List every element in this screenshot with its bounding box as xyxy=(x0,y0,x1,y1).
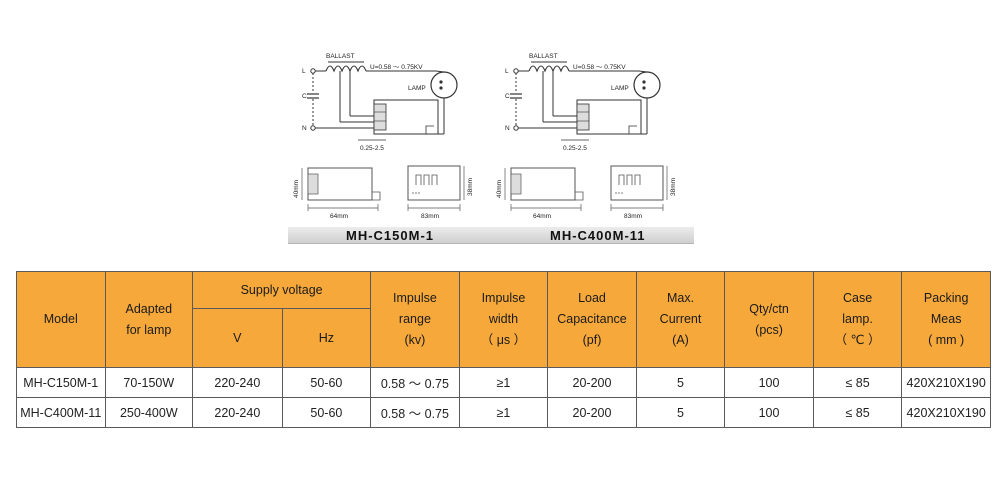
cell-max-current: 5 xyxy=(635,397,726,428)
cell-load-capacitance: 20-200 xyxy=(547,397,637,428)
lamp-label: LAMP xyxy=(611,85,629,92)
line-terminal-label: L xyxy=(302,68,306,75)
wire-gauge-label: 0.25-2.5 xyxy=(360,145,384,152)
header-load-cap-line-2: Capacitance xyxy=(557,312,627,326)
cell-voltage: 220-240 xyxy=(192,367,283,398)
header-packing-line-3: ( mm ) xyxy=(928,333,965,347)
neutral-terminal-label: N xyxy=(302,125,307,132)
header-qty-line-1: Qty/ctn xyxy=(749,301,789,316)
header-packing-line-1: Packing xyxy=(923,291,969,305)
table-row: MH-C400M-11 250-400W 220-240 50-60 0.58 … xyxy=(16,397,991,428)
cell-frequency: 50-60 xyxy=(281,367,372,398)
capacitor-label: C xyxy=(302,93,307,100)
line-terminal-label: L xyxy=(505,68,509,75)
voltage-label: U=0.58 ～ 0.75KV xyxy=(370,64,423,71)
header-impulse-width: Impulse width （ μs ） xyxy=(458,271,549,368)
voltage-label: U=0.58 ～ 0.75KV xyxy=(573,64,626,71)
capacitor-label: C xyxy=(505,93,510,100)
cell-case-temp: ≤ 85 xyxy=(812,397,903,428)
header-case-line-1: Case xyxy=(842,291,873,305)
header-case-temp: Case lamp. （ ℃ ） xyxy=(812,271,903,368)
cell-model: MH-C400M-11 xyxy=(16,397,106,428)
header-load-capacitance: Load Capacitance (pf) xyxy=(547,271,637,368)
cell-packing: 420X210X190 xyxy=(901,397,991,428)
height-right-label: 38mm xyxy=(467,178,474,196)
header-qty-ctn: Qty/ctn (pcs) xyxy=(724,271,814,368)
header-hz: Hz xyxy=(281,308,372,368)
header-impulse-range-line-2: range xyxy=(398,312,431,326)
caption-model-1: MH-C150M-1 xyxy=(346,228,435,243)
header-case-line-2: lamp. xyxy=(842,312,873,326)
cell-load-capacitance: 20-200 xyxy=(547,367,637,398)
header-v: V xyxy=(192,308,283,368)
header-max-current-line-3: (A) xyxy=(672,333,689,347)
width-left-label: 64mm xyxy=(330,213,348,220)
lamp-label: LAMP xyxy=(408,85,426,92)
height-left-label: 40mm xyxy=(496,180,503,198)
cell-impulse-width: ≥1 xyxy=(458,367,549,398)
table-row: MH-C150M-1 70-150W 220-240 50-60 0.58 ～ … xyxy=(16,367,991,398)
neutral-terminal-label: N xyxy=(505,125,510,132)
width-right-label: 83mm xyxy=(624,213,642,220)
cell-voltage: 220-240 xyxy=(192,397,283,428)
header-impulse-range-line-1: Impulse xyxy=(393,291,437,305)
wire-gauge-label: 0.25-2.5 xyxy=(563,145,587,152)
cell-model: MH-C150M-1 xyxy=(16,367,106,398)
cell-impulse-range: 0.58 ～ 0.75 xyxy=(370,367,460,398)
ballast-label: BALLAST xyxy=(529,53,558,60)
header-adapted-line-1: Adapted xyxy=(125,301,173,316)
wiring-diagrams-svg: BALLAST U=0.58 ～ 0.75KV LAMP L N C 0.25-… xyxy=(293,53,677,220)
cell-packing: 420X210X190 xyxy=(901,367,991,398)
header-case-line-3: （ ℃ ） xyxy=(834,333,881,347)
cell-qty: 100 xyxy=(724,397,814,428)
height-right-label: 38mm xyxy=(670,178,677,196)
header-adapted-lamp: Adapted for lamp xyxy=(104,271,194,368)
ballast-label: BALLAST xyxy=(326,53,355,60)
header-max-current-line-2: Current xyxy=(659,312,702,326)
product-diagrams: BALLAST U=0.58 ～ 0.75KV LAMP L N C 0.25-… xyxy=(288,40,694,245)
cell-adapted-lamp: 250-400W xyxy=(104,397,194,428)
cell-case-temp: ≤ 85 xyxy=(812,367,903,398)
header-max-current-line-1: Max. xyxy=(666,291,695,305)
header-adapted-line-2: for lamp xyxy=(126,322,172,337)
caption-bar xyxy=(288,227,694,244)
header-packing-line-2: Meas xyxy=(930,312,962,326)
header-load-cap-line-3: (pf) xyxy=(582,333,602,347)
header-impulse-range-line-3: (kv) xyxy=(404,333,426,347)
width-right-label: 83mm xyxy=(421,213,439,220)
cell-qty: 100 xyxy=(724,367,814,398)
cell-frequency: 50-60 xyxy=(281,397,372,428)
height-left-label: 40mm xyxy=(293,180,300,198)
cell-impulse-range: 0.58 ～ 0.75 xyxy=(370,397,460,428)
header-load-cap-line-1: Load xyxy=(578,291,606,305)
header-impulse-range: Impulse range (kv) xyxy=(370,271,460,368)
caption-model-2: MH-C400M-11 xyxy=(550,228,646,243)
header-impulse-width-line-1: Impulse xyxy=(481,291,526,305)
header-packing-meas: Packing Meas ( mm ) xyxy=(901,271,991,368)
header-max-current: Max. Current (A) xyxy=(635,271,726,368)
cell-max-current: 5 xyxy=(635,367,726,398)
header-model: Model xyxy=(16,271,106,368)
header-qty-line-2: (pcs) xyxy=(755,322,783,337)
header-impulse-width-line-2: width xyxy=(488,312,519,326)
cell-adapted-lamp: 70-150W xyxy=(104,367,194,398)
header-supply-voltage: Supply voltage xyxy=(192,271,372,309)
width-left-label: 64mm xyxy=(533,213,551,220)
spec-table: Model Adapted for lamp Supply voltage Im… xyxy=(16,271,991,428)
header-impulse-width-line-3: （ μs ） xyxy=(480,333,527,347)
cell-impulse-width: ≥1 xyxy=(458,397,549,428)
